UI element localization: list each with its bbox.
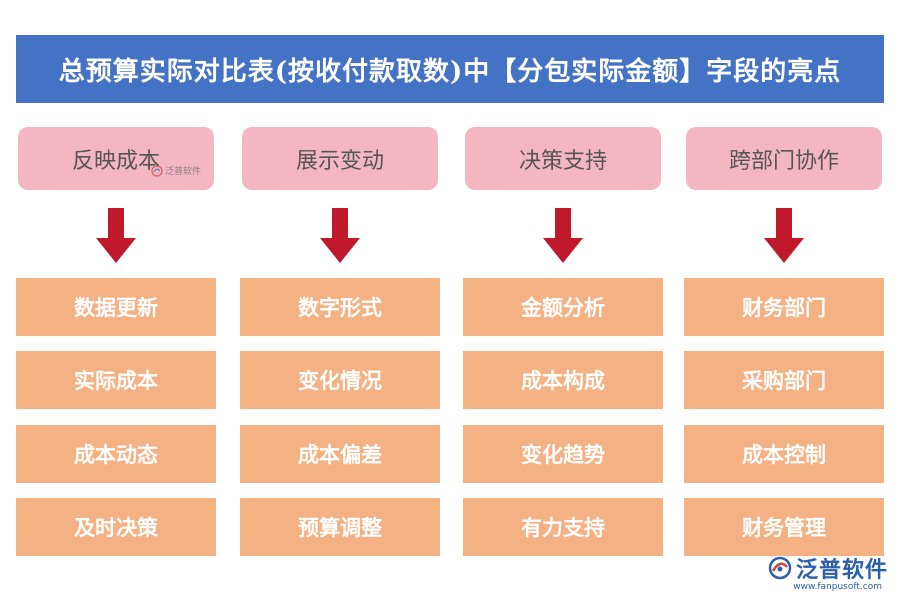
- mini-watermark: 泛普软件: [151, 164, 201, 177]
- column-3: 决策支持 金额分析 成本构成 变化趋势 有力支持: [463, 0, 663, 600]
- list-item: 数据更新: [16, 278, 216, 336]
- down-arrow-icon: [320, 208, 360, 263]
- brand-logo: 泛普软件 www.fanpusoft.com: [768, 552, 888, 592]
- column-header: 决策支持: [465, 127, 661, 190]
- column-1: 反映成本 数据更新 实际成本 成本动态 及时决策: [16, 0, 216, 600]
- down-arrow-icon: [764, 208, 804, 263]
- list-item: 变化情况: [240, 351, 440, 409]
- list-item: 及时决策: [16, 498, 216, 556]
- column-header: 跨部门协作: [686, 127, 882, 190]
- list-item: 预算调整: [240, 498, 440, 556]
- column-header: 展示变动: [242, 127, 438, 190]
- list-item: 实际成本: [16, 351, 216, 409]
- list-item: 财务管理: [684, 498, 884, 556]
- list-item: 成本动态: [16, 425, 216, 483]
- list-item: 财务部门: [684, 278, 884, 336]
- column-2: 展示变动 数字形式 变化情况 成本偏差 预算调整: [240, 0, 440, 600]
- column-header: 反映成本: [18, 127, 214, 190]
- list-item: 变化趋势: [463, 425, 663, 483]
- down-arrow-icon: [96, 208, 136, 263]
- list-item: 成本偏差: [240, 425, 440, 483]
- title-bar: 总预算实际对比表(按收付款取数)中【分包实际金额】字段的亮点: [16, 35, 884, 103]
- list-item: 有力支持: [463, 498, 663, 556]
- list-item: 数字形式: [240, 278, 440, 336]
- brand-logo-url: www.fanpusoft.com: [793, 582, 882, 592]
- list-item: 成本构成: [463, 351, 663, 409]
- column-4: 跨部门协作 财务部门 采购部门 成本控制 财务管理: [684, 0, 884, 600]
- fanpu-logo-icon: [768, 556, 792, 580]
- down-arrow-icon: [543, 208, 583, 263]
- mini-watermark-text: 泛普软件: [165, 167, 202, 177]
- list-item: 成本控制: [684, 425, 884, 483]
- fanpu-logo-icon: [151, 164, 163, 177]
- diagram-title: 总预算实际对比表(按收付款取数)中【分包实际金额】字段的亮点: [58, 56, 842, 87]
- brand-logo-text: 泛普软件: [795, 558, 888, 583]
- list-item: 金额分析: [463, 278, 663, 336]
- list-item: 采购部门: [684, 351, 884, 409]
